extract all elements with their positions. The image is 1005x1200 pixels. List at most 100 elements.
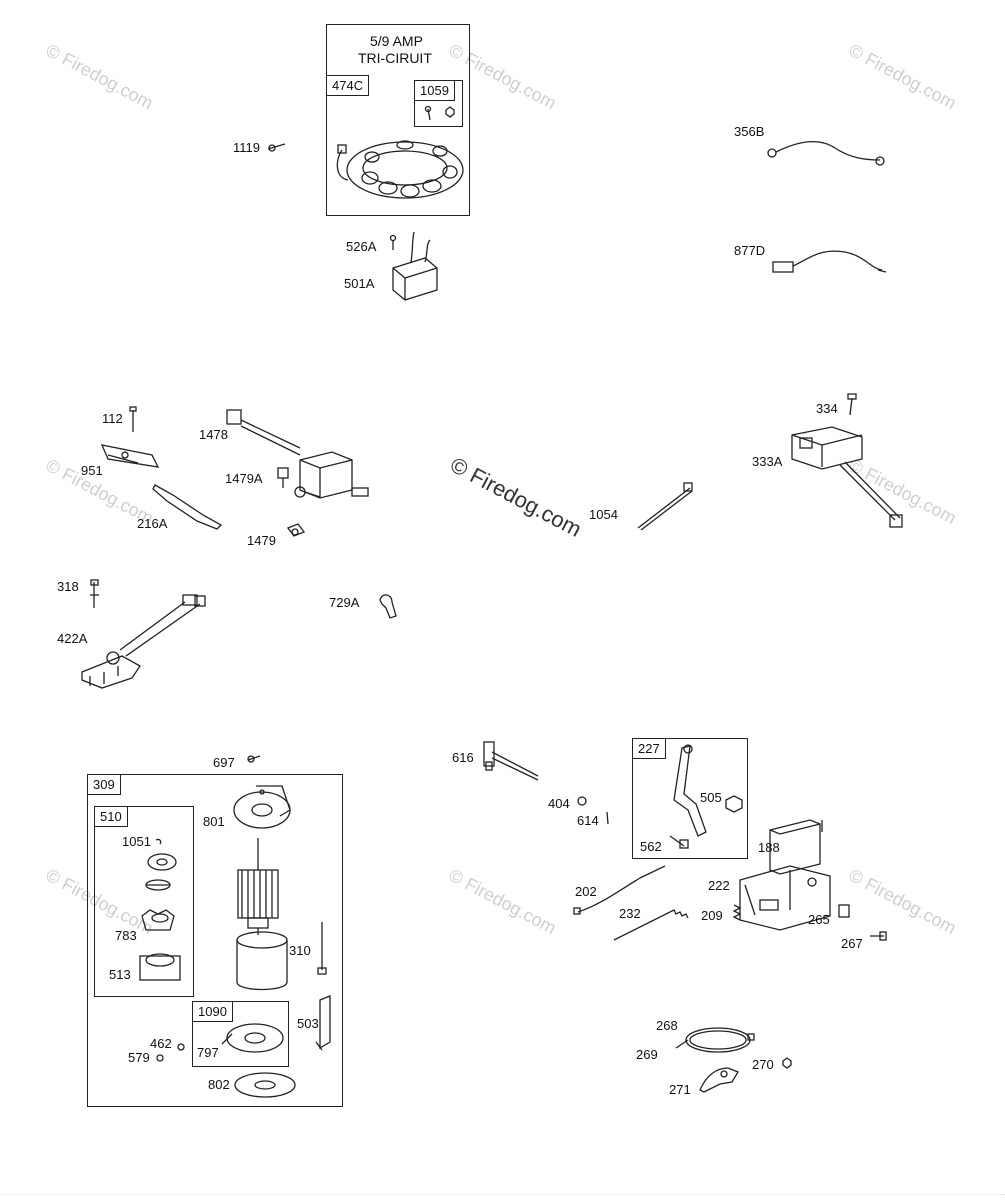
part-label-269: 269 [636,1047,658,1062]
part-label-270: 270 [752,1057,774,1072]
ground-wire-356B-icon [767,140,885,166]
control-bracket-icon [739,819,831,931]
nut-270-icon [782,1057,792,1069]
part-label-188: 188 [758,840,780,855]
part-label-333A: 333A [752,454,783,469]
nut-579-icon [156,1054,164,1062]
drive-kit-label: 510 [94,806,128,827]
part-label-1054: 1054 [589,507,618,522]
part-label-222: 222 [708,878,730,893]
harness-877D-icon [772,250,887,273]
part-label-1119: 1119 [233,140,260,155]
through-bolt-310-icon [317,922,327,975]
part-label-802: 802 [208,1077,230,1092]
part-label-265: 265 [808,912,830,927]
nut-462-icon [177,1043,185,1051]
ignition-coil-icon [791,426,903,528]
governor-group-label: 227 [632,738,666,759]
screw-318-icon [90,579,99,608]
part-label-562: 562 [640,839,662,854]
washer-802-icon [234,1072,296,1098]
part-label-616: 616 [452,750,474,765]
wire-assembly-422A-icon [81,594,206,689]
part-label-1479A: 1479A [225,471,263,486]
stator-group-label: 474C [326,75,370,96]
part-label-877D: 877D [734,243,766,258]
starter-group-box [87,774,343,1107]
part-label-579: 579 [128,1050,150,1065]
nut-505-icon [725,795,743,813]
part-label-1051: 1051 [122,834,151,849]
part-label-801: 801 [203,814,225,829]
part-label-783: 783 [115,928,137,943]
part-label-268: 268 [656,1018,678,1033]
spring-209-icon [732,904,742,921]
part-label-951: 951 [81,463,103,478]
rectifier-icon [389,231,438,301]
clip-729A-icon [379,594,397,619]
part-label-1479: 1479 [247,533,276,548]
washer-404-icon [577,796,587,806]
part-label-356B: 356B [734,124,765,139]
brush-kit-box [192,1001,289,1067]
drive-parts-icon [139,838,181,981]
housing-310-icon [236,931,288,991]
part-label-505: 505 [700,790,722,805]
stator-title-line1: 5/9 AMP [370,33,423,49]
choke-lever-icon [699,1067,739,1093]
part-label-216A: 216A [137,516,168,531]
starter-group-label: 309 [87,774,121,795]
part-label-513: 513 [109,967,131,982]
screw-1119-icon [267,143,286,152]
link-202-icon [573,865,666,915]
spring-232-icon [613,909,689,941]
stator-group-box [326,24,470,216]
link-216A-icon [152,484,223,530]
governor-lever-box [632,738,748,859]
bracket-951-icon [100,444,160,468]
part-label-112: 112 [102,411,123,426]
part-label-334: 334 [816,401,838,416]
armature-icon [237,838,279,935]
nut-1479-icon [286,523,306,537]
brush-holder-icon [221,1023,284,1053]
governor-lever-icon [673,744,707,837]
screw-562-icon [669,835,689,849]
screw-334-icon [847,393,857,416]
screw-112-icon [129,406,137,432]
part-label-501A: 501A [344,276,375,291]
part-label-310: 310 [289,943,311,958]
choke-cable-icon [675,1027,755,1053]
footer-divider [0,1194,1005,1199]
hardware-icon [424,105,455,121]
part-label-729A: 729A [329,595,360,610]
part-label-797: 797 [197,1045,219,1060]
part-label-271: 271 [669,1082,691,1097]
stator-icon [336,140,464,199]
cable-tie-1054-icon [637,482,693,531]
part-label-462: 462 [150,1036,172,1051]
part-label-422A: 422A [57,631,88,646]
clip-265-icon [838,904,850,918]
rod-616-icon [483,741,539,781]
starter-end-cap-icon [233,785,291,829]
nut-1479A-icon [277,467,289,488]
part-label-697: 697 [213,755,235,770]
part-label-526A: 526A [346,239,377,254]
part-label-318: 318 [57,579,79,594]
bracket-503-icon [315,995,331,1051]
part-label-232: 232 [619,906,641,921]
pin-614-icon [606,811,609,825]
part-label-209: 209 [701,908,723,923]
brush-kit-label: 1090 [192,1001,233,1022]
part-label-614: 614 [577,813,599,828]
screw-267-icon [870,931,887,941]
solenoid-1478-icon [226,409,369,499]
part-label-1478: 1478 [199,427,228,442]
part-label-404: 404 [548,796,570,811]
hardware-kit-label: 1059 [414,80,455,101]
screw-697-icon [247,755,261,763]
drive-kit-box [94,806,194,997]
